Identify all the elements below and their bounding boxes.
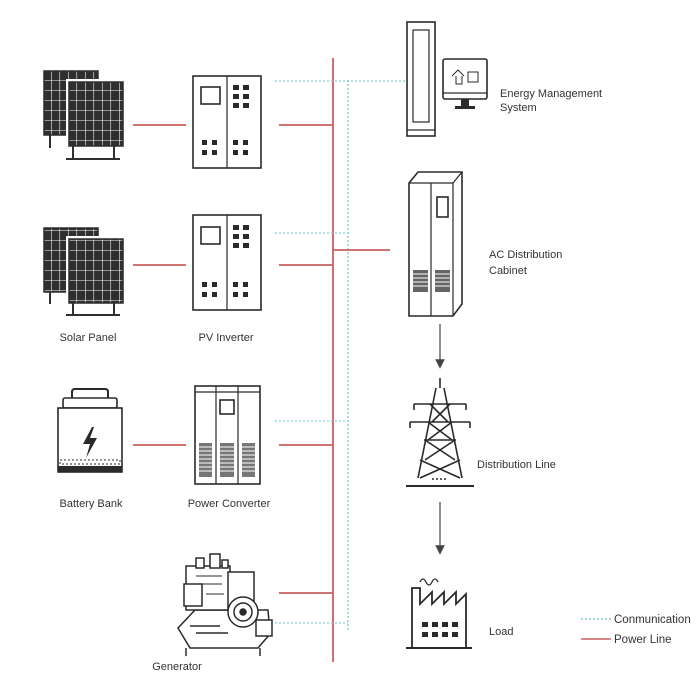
ac-cabinet-icon [408, 171, 463, 317]
battery-bank-label: Battery Bank [60, 498, 123, 510]
power-lines [133, 124, 390, 594]
transmission-tower-icon [406, 378, 474, 487]
legend-power-line-label: Power Line [614, 634, 672, 646]
energy-management-icon [406, 21, 488, 137]
power-converter-label: Power Converter [188, 498, 271, 510]
ac-cabinet-label-line2: Cabinet [489, 265, 527, 277]
distribution-line-label: Distribution Line [477, 459, 556, 471]
communication-lines [275, 80, 405, 624]
power-converter-icon [194, 385, 261, 485]
legend: Conmunication Power Line [581, 614, 691, 646]
load-label: Load [489, 626, 513, 638]
solar-panel-label: Solar Panel [60, 332, 117, 344]
ems-label-line1: Energy Management [500, 88, 602, 100]
solar-panel-icon [43, 70, 124, 160]
solar-panel-icon [43, 227, 124, 316]
ac-cabinet-label-line1: AC Distribution [489, 249, 562, 261]
pv-inverter-icon [192, 214, 262, 311]
battery-icon [57, 388, 123, 473]
ems-label-line2: System [500, 102, 537, 114]
generator-icon [177, 553, 273, 656]
generator-label: Generator [152, 661, 202, 673]
legend-communication-label: Conmunication [614, 614, 691, 626]
factory-icon [406, 578, 472, 649]
pv-inverter-icon [192, 75, 262, 169]
pv-inverter-label: PV Inverter [198, 332, 253, 344]
